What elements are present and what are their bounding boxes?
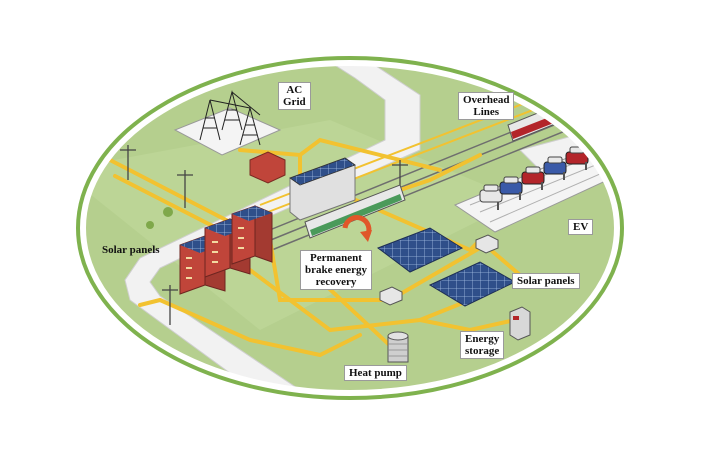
- energy-storage-label-line2: storage: [465, 345, 500, 357]
- energy-storage-label: Energy storage: [460, 331, 505, 359]
- energy-storage-label-line1: Energy: [465, 333, 500, 345]
- solar-panels-right-label: Solar panels: [512, 273, 580, 289]
- ac-grid-label-line1: AC: [286, 84, 303, 96]
- solar-panels-left-label: Solar panels: [102, 244, 160, 256]
- brake-recovery-label-line3: recovery: [315, 276, 357, 288]
- solar-field-upper: [376, 227, 464, 273]
- transmission-towers: [199, 90, 261, 146]
- overhead-lines-label-line2: Lines: [473, 106, 500, 118]
- overhead-lines-label-line1: Overhead: [463, 94, 510, 106]
- station-solar-roof: [289, 157, 356, 186]
- heat-pump-tank: [387, 331, 409, 363]
- overhead-lines-label: Overhead Lines: [458, 92, 515, 120]
- residential-buildings: [179, 205, 273, 295]
- ac-grid-label-line2: Grid: [283, 96, 306, 108]
- ev-label: EV: [568, 219, 594, 235]
- brake-recovery-label-line2: brake energy: [305, 264, 368, 276]
- brake-recovery-label-line1: Permanent: [310, 252, 362, 264]
- energy-storage-cabinet: [509, 306, 531, 341]
- transformer-box: [249, 151, 286, 184]
- brake-recovery-arrowhead: [360, 230, 372, 242]
- inner-ring: [84, 64, 616, 392]
- junction-box-1: [379, 286, 403, 306]
- junction-box-2: [475, 234, 499, 254]
- brake-recovery-label: Permanent brake energy recovery: [300, 250, 373, 290]
- ac-grid-label: AC Grid: [278, 82, 311, 110]
- heat-pump-label: Heat pump: [344, 365, 407, 381]
- substation-base: [173, 107, 282, 156]
- ground-patch: [85, 120, 520, 330]
